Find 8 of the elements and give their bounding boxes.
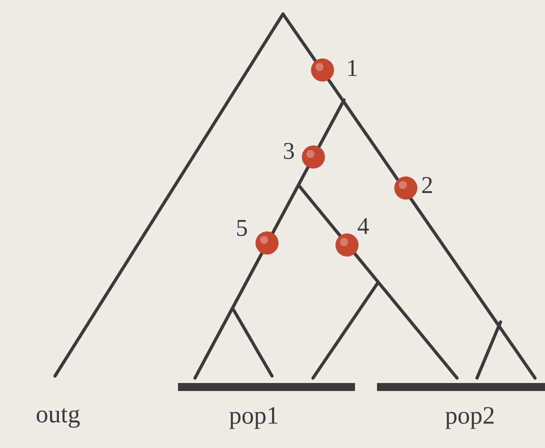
number-label: 3: [284, 142, 294, 160]
population-label: pop2: [445, 407, 494, 429]
number-label: 4: [358, 218, 369, 234]
number-label: 5: [237, 220, 247, 236]
population-label: pop1: [229, 407, 278, 429]
population-label: outg: [36, 408, 80, 428]
number-label: 2: [422, 177, 432, 193]
number-label: 1: [348, 60, 357, 76]
